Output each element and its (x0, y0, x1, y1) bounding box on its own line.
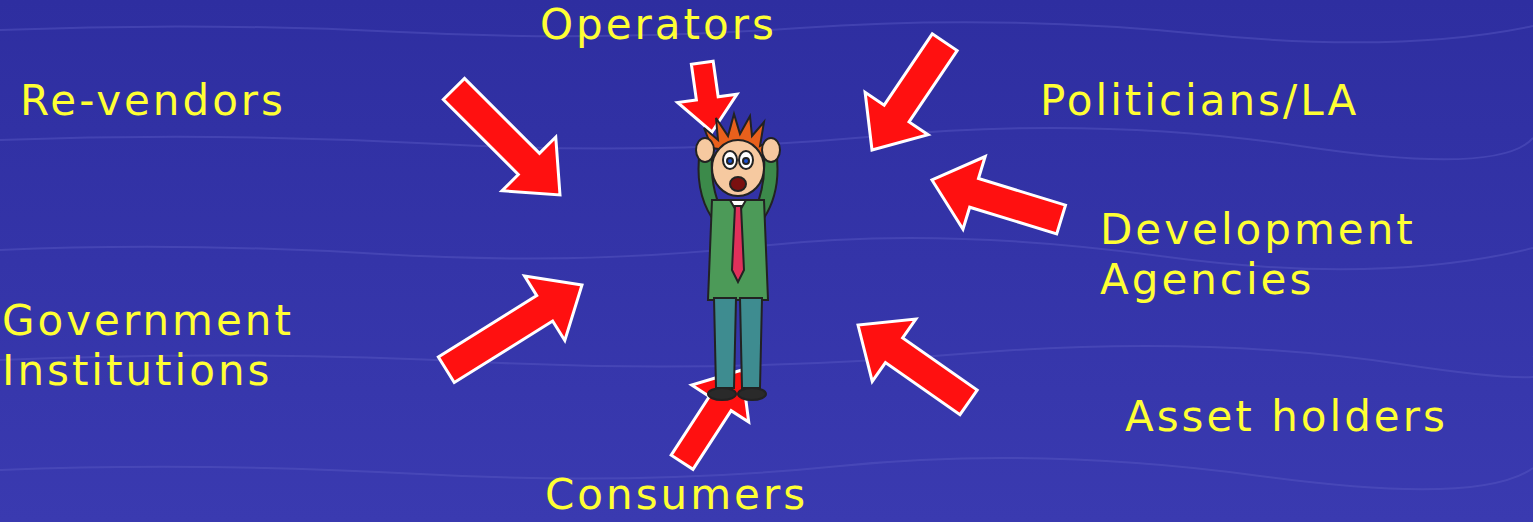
stakeholder-label: Development Agencies (1100, 205, 1500, 305)
stakeholder-label: Re-vendors (20, 76, 286, 126)
stakeholder-label: Operators (540, 0, 777, 50)
pressure-arrow (426, 253, 602, 402)
stakeholder-label: Politicians/LA (1040, 76, 1359, 126)
pressure-arrow (427, 62, 587, 222)
pressure-arrow (836, 294, 990, 434)
stakeholder-label: Asset holders (1125, 392, 1448, 442)
stakeholder-label: Government Institutions (2, 296, 392, 396)
stakeholder-label: Consumers (545, 470, 808, 520)
pressure-arrow (840, 21, 976, 171)
pressure-arrows (426, 21, 1072, 481)
water-ripples (0, 22, 1533, 489)
stressed-man-figure (696, 114, 780, 400)
pressure-arrow (921, 144, 1072, 256)
